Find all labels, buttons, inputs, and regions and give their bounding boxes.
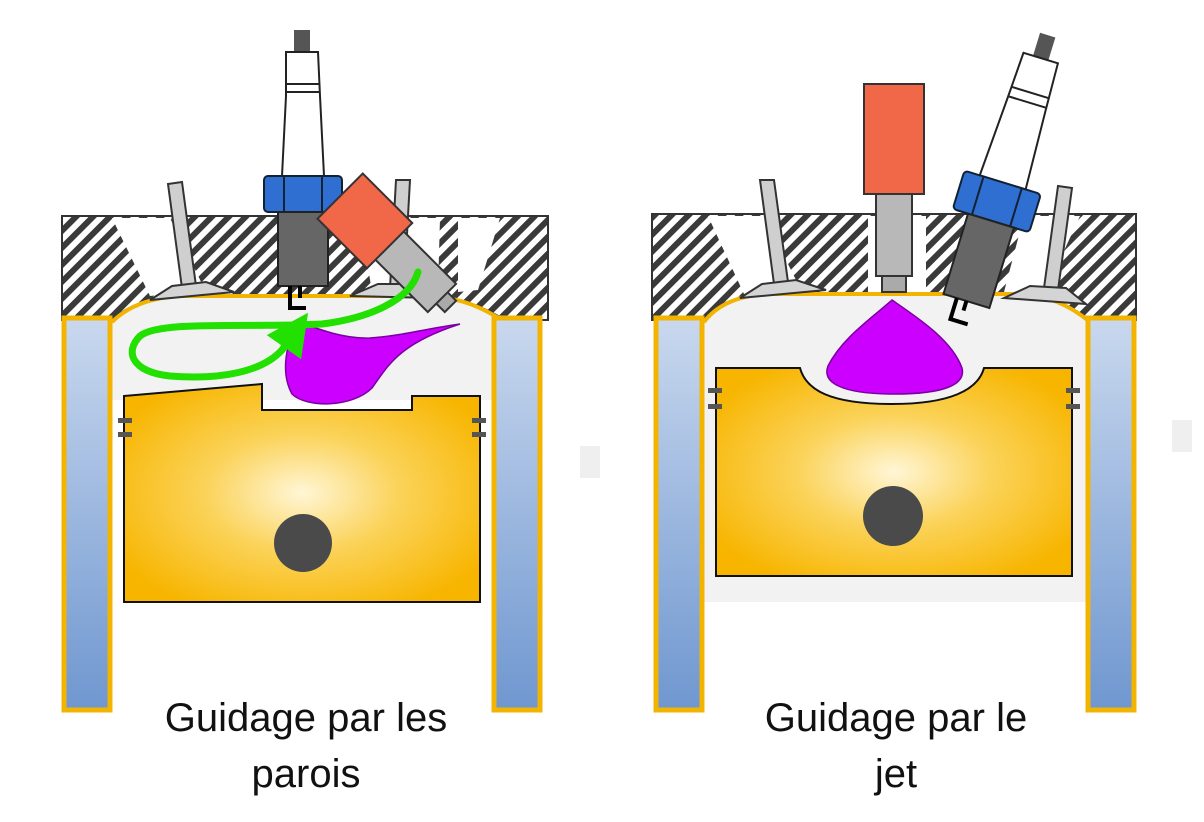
decorative-square: [580, 446, 600, 478]
fuel-spray: [826, 299, 964, 395]
fuel-spray: [284, 321, 461, 405]
valve-icon: [739, 179, 827, 299]
flow-arrow-icon: [128, 268, 422, 381]
piston-rings-left: [118, 418, 132, 437]
piston-rings-left: [708, 388, 722, 409]
diagram-caption-spray-guided: Guidage par le jet: [686, 690, 1106, 802]
spray-guided-diagram: [651, 32, 1137, 713]
valve-icon: [149, 180, 235, 301]
diagram-caption-wall-guided: Guidage par les parois: [96, 690, 516, 802]
caption-line-2: jet: [874, 752, 918, 796]
spark-plug-icon: [263, 30, 343, 310]
caption-line-1: Guidage par le: [764, 696, 1028, 740]
cylinder-liner-left: [61, 315, 113, 713]
piston: [123, 382, 481, 603]
injector-icon: [863, 83, 925, 293]
wall-guided-diagram: [61, 30, 549, 713]
piston-rings-right: [472, 418, 486, 437]
cylinder-liner-right: [491, 315, 543, 713]
piston: [715, 367, 1073, 577]
caption-line-1: Guidage par les: [164, 696, 448, 740]
piston-rings-right: [1066, 388, 1080, 409]
caption-line-2: parois: [251, 752, 361, 796]
valve-icon: [1000, 184, 1090, 306]
decorative-square: [1172, 420, 1192, 452]
cylinder-liner-left: [653, 315, 705, 713]
piston-pin-icon: [274, 514, 332, 572]
spark-plug-icon: [942, 32, 1060, 327]
piston-pin-icon: [863, 486, 923, 546]
cylinder-liner-right: [1085, 315, 1137, 713]
